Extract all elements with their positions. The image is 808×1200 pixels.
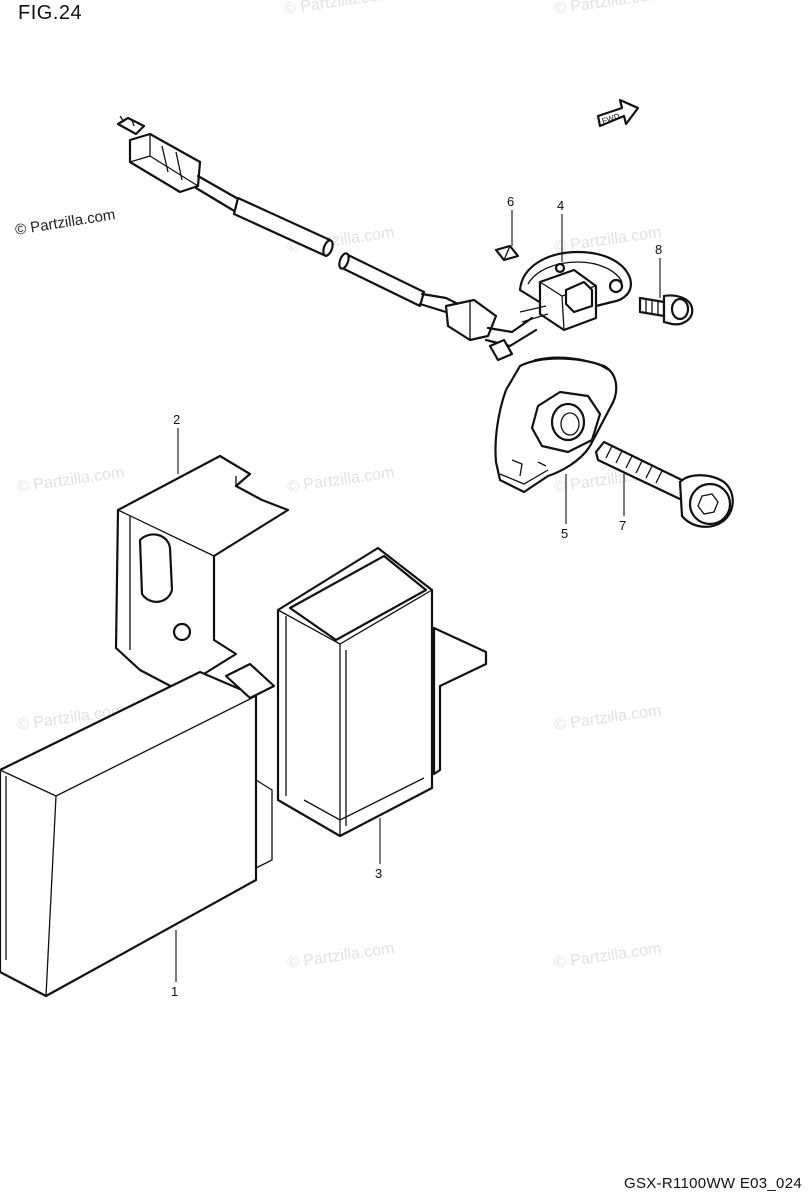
watermark: © Partzilla.com — [283, 0, 392, 18]
part-6-dowel-pin — [494, 244, 520, 262]
watermark: © Partzilla.com — [16, 464, 125, 496]
callout-3: 3 — [375, 866, 382, 881]
callout-leaders — [175, 210, 661, 982]
part-1-ignitor-box — [0, 662, 276, 998]
part-3-regulator-unit — [276, 546, 488, 838]
watermark: © Partzilla.com — [553, 0, 662, 18]
watermark: © Partzilla.com — [553, 940, 662, 972]
drawing-code: GSX-R1100WW E03_024 — [623, 1175, 802, 1192]
watermark: © Partzilla.com — [286, 940, 395, 972]
callout-labels: 1 2 3 4 5 6 7 8 — [171, 194, 662, 999]
part-2-bracket — [114, 454, 290, 692]
callout-7: 7 — [619, 518, 626, 533]
callout-6: 6 — [507, 194, 514, 209]
wiring-harness — [116, 115, 538, 362]
callout-2: 2 — [173, 412, 180, 427]
part-7-bolt — [594, 440, 734, 528]
watermark: © Partzilla.com — [553, 702, 662, 734]
figure-title: FIG.24 — [18, 2, 83, 24]
callout-1: 1 — [171, 984, 178, 999]
callout-5: 5 — [561, 526, 568, 541]
forward-direction-arrow: FWD — [596, 98, 640, 128]
part-4-pickup-coil — [518, 250, 632, 332]
callout-4: 4 — [557, 198, 564, 213]
watermark: © Partzilla.com — [286, 464, 395, 496]
part-5-rotor-plate — [494, 356, 618, 494]
watermark: © Partzilla.com — [553, 224, 662, 256]
callout-8: 8 — [655, 242, 662, 257]
part-8-screw — [638, 294, 694, 326]
